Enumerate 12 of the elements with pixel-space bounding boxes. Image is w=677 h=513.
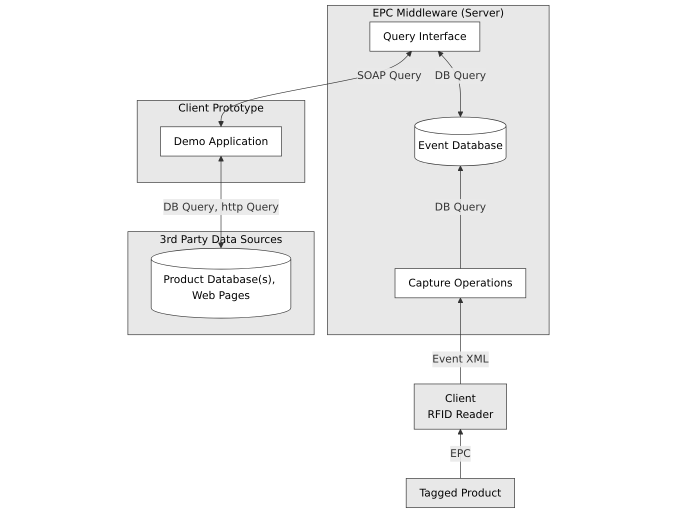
node-box: Capture Operations [394, 268, 526, 298]
edge-label: EPC [450, 447, 471, 460]
edge-label: Event XML [432, 352, 489, 366]
edge-label: DB Query, http Query [163, 200, 279, 214]
node-box: Query Interface [370, 22, 480, 52]
node-box: Client RFID Reader [414, 384, 507, 430]
edge-label: DB Query [434, 69, 486, 82]
edge-label: SOAP Query [357, 69, 422, 82]
edge-label: DB Query [434, 200, 486, 214]
node-box: Tagged Product [406, 478, 515, 508]
arrow [458, 428, 464, 479]
node-box: Demo Application [160, 126, 282, 156]
